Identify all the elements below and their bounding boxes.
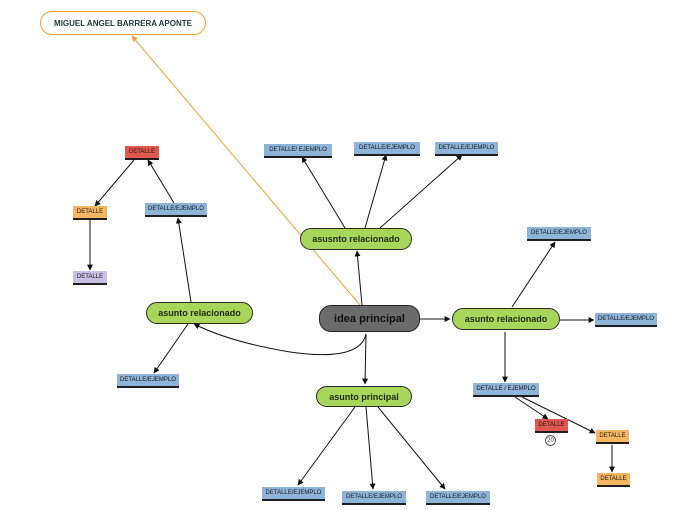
map-title[interactable]: MIGUEL ANGEL BARRERA APONTE [40, 11, 206, 35]
edge-central-top [354, 250, 363, 306]
subtopic-top[interactable]: asusnto relacionado [300, 228, 412, 250]
subtopic-bottom[interactable]: asunto principal [316, 386, 412, 407]
title-connector [131, 35, 361, 306]
detail-left-orange[interactable]: DETALLE [73, 206, 107, 220]
detail-bottom-3[interactable]: DETALLE/EJEMPLO [426, 491, 490, 505]
detail-right-orange-1[interactable]: DETALLE [596, 430, 629, 444]
detail-bottom-2[interactable]: DETALLE/EJEMPLO [342, 491, 406, 505]
detail-left-lavender[interactable]: DETALLE [73, 271, 107, 285]
subtopic-left[interactable]: asunto relacionado [146, 302, 253, 324]
detail-top-3[interactable]: DETALLE/EJEMPLO [435, 142, 498, 156]
count-badge: 20 [545, 435, 556, 446]
detail-top-2[interactable]: DETALLE/EJEMPLO [354, 142, 420, 156]
detail-left-red[interactable]: DETALLE [125, 146, 159, 160]
detail-left-example-top[interactable]: DETALLE/EJEMPLO [145, 203, 207, 217]
detail-right-orange-2[interactable]: DETALLE [597, 473, 630, 487]
detail-right-example-side[interactable]: DETALLE/EJEMPLO [595, 313, 657, 327]
detail-right-example-bottom[interactable]: DETALLE / EJEMPLO [473, 383, 539, 397]
detail-left-example-bottom[interactable]: DETALLE/EJEMPLO [117, 374, 179, 388]
detail-right-red[interactable]: DETALLE [535, 419, 568, 433]
edge-central-left [193, 323, 367, 356]
detail-right-example-top[interactable]: DETALLE/EJEMPLO [527, 227, 591, 241]
edge-central-bottom [362, 333, 369, 385]
detail-top-1[interactable]: DETALLE/ EJEMPLO [264, 144, 332, 158]
central-topic[interactable]: idea principal [319, 305, 420, 332]
subtopic-right[interactable]: asunto relacionado [452, 308, 560, 330]
detail-bottom-1[interactable]: DETALLE/EJEMPLO [262, 487, 325, 501]
